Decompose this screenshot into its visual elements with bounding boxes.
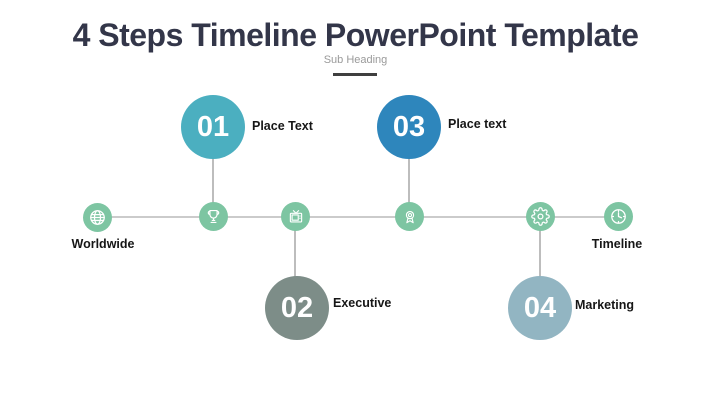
subtitle-underline: [333, 73, 377, 76]
step-1-circle: 01: [181, 95, 245, 159]
trophy-icon: [204, 207, 223, 226]
connector-step3: [408, 158, 410, 217]
step-1-label: Place Text: [252, 119, 313, 133]
step-2-label: Executive: [333, 296, 392, 310]
connector-step1: [212, 158, 214, 217]
node-label-worldwide: Worldwide: [71, 237, 135, 251]
step-2-number: 02: [280, 291, 314, 324]
step-3-label: Place text: [448, 117, 507, 131]
step-4-circle: 04: [508, 276, 572, 340]
gear-icon: [531, 207, 550, 226]
timeline-node-gear: [526, 202, 555, 231]
step-4-label: Marketing: [575, 298, 635, 312]
page-title: 4 Steps Timeline PowerPoint Template: [72, 17, 639, 53]
globe-icon: [88, 208, 107, 227]
slide-subtitle: Sub Heading: [323, 54, 388, 66]
connector-step2: [294, 217, 296, 277]
connector-step4: [539, 217, 541, 277]
timeline-axis: [97, 216, 618, 218]
timeline-node-clock: [604, 202, 633, 231]
node-label-timeline: Timeline: [591, 237, 643, 251]
timeline-node-trophy: [199, 202, 228, 231]
step-4-number: 04: [523, 291, 557, 324]
medal-icon: [401, 208, 419, 226]
step-1-number: 01: [196, 110, 230, 143]
step-3-number: 03: [392, 110, 426, 143]
timeline-node-tv: [281, 202, 310, 231]
timeline-node-medal: [395, 202, 424, 231]
clock-icon: [609, 207, 628, 226]
tv-icon: [287, 208, 305, 226]
timeline-node-worldwide: [83, 203, 112, 232]
step-2-circle: 02: [265, 276, 329, 340]
step-3-circle: 03: [377, 95, 441, 159]
